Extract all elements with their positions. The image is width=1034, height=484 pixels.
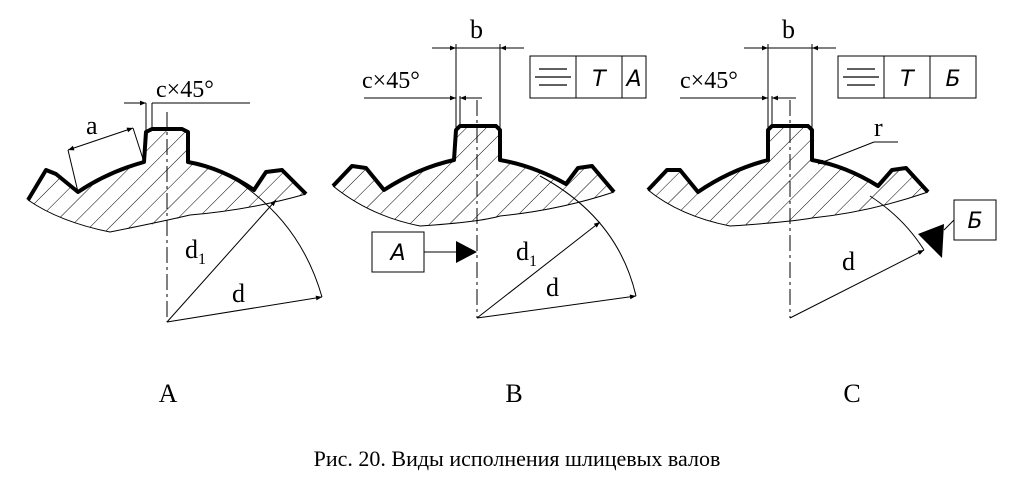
dim-d1-line-b: [476, 221, 601, 319]
tolerance-datum-b: A: [624, 67, 641, 92]
dim-d1-label-b: d1: [516, 237, 537, 270]
view-a: c×45° a d1 d A: [26, 77, 323, 408]
view-b: T A A c×45° b d1 d B: [331, 15, 647, 408]
chamfer-label-a: c×45°: [156, 77, 214, 103]
dim-d-line-c: [789, 249, 925, 319]
figure-caption: Рис. 20. Виды исполнения шлицевых валов: [313, 446, 721, 471]
symmetry-icon: [843, 68, 879, 86]
dim-d-arc-a: [231, 177, 323, 298]
radius-label: r: [874, 113, 883, 142]
view-label-b: B: [505, 379, 522, 408]
tolerance-datum-c: Б: [945, 67, 960, 92]
width-label-b: b: [470, 15, 483, 44]
view-label-a: A: [159, 379, 178, 408]
dim-a-label: a: [86, 111, 98, 140]
tolerance-value-c: T: [900, 67, 915, 92]
tolerance-frame-b: T A: [529, 55, 647, 99]
dim-a-ext-1: [67, 149, 79, 193]
dim-d1-line-a: [166, 199, 277, 323]
symmetry-icon: [535, 68, 571, 86]
dim-d1-label-a: d1: [185, 235, 206, 268]
shaft-section-b: [333, 126, 614, 226]
datum-label-b: A: [388, 241, 405, 266]
tolerance-frame-c: T Б: [837, 55, 977, 99]
chamfer-label-c: c×45°: [680, 68, 738, 94]
shaft-section-c: [648, 126, 928, 226]
datum-marker-a: A: [371, 231, 477, 273]
inner-arc-a: [27, 193, 307, 233]
chamfer-label-b: c×45°: [362, 68, 420, 94]
tolerance-value-b: T: [592, 67, 607, 92]
dim-d-line-b: [476, 294, 637, 319]
dim-d-arc-c: [869, 195, 925, 251]
view-label-c: C: [843, 379, 860, 408]
view-c: T Б Б c×45° b r d C: [646, 15, 997, 408]
datum-marker-b: Б: [918, 199, 997, 258]
datum-label-c: Б: [967, 209, 982, 234]
spline-profile-a: [26, 127, 308, 202]
dim-d-label-c: d: [842, 247, 855, 276]
width-label-c: b: [782, 15, 795, 44]
dim-d-arc-b: [539, 175, 637, 297]
spline-profile-b: [331, 124, 616, 194]
spline-profile-c: [646, 124, 930, 194]
dim-a-ext-2: [132, 127, 145, 163]
radius-leader: [817, 141, 875, 165]
inner-arc-c: [647, 189, 929, 227]
dim-a-line: [67, 127, 134, 151]
dim-d-line-a: [166, 295, 323, 323]
inner-arc-b: [332, 185, 615, 227]
dim-d-label-b: d: [546, 273, 559, 302]
dim-d-label-a: d: [232, 279, 245, 308]
